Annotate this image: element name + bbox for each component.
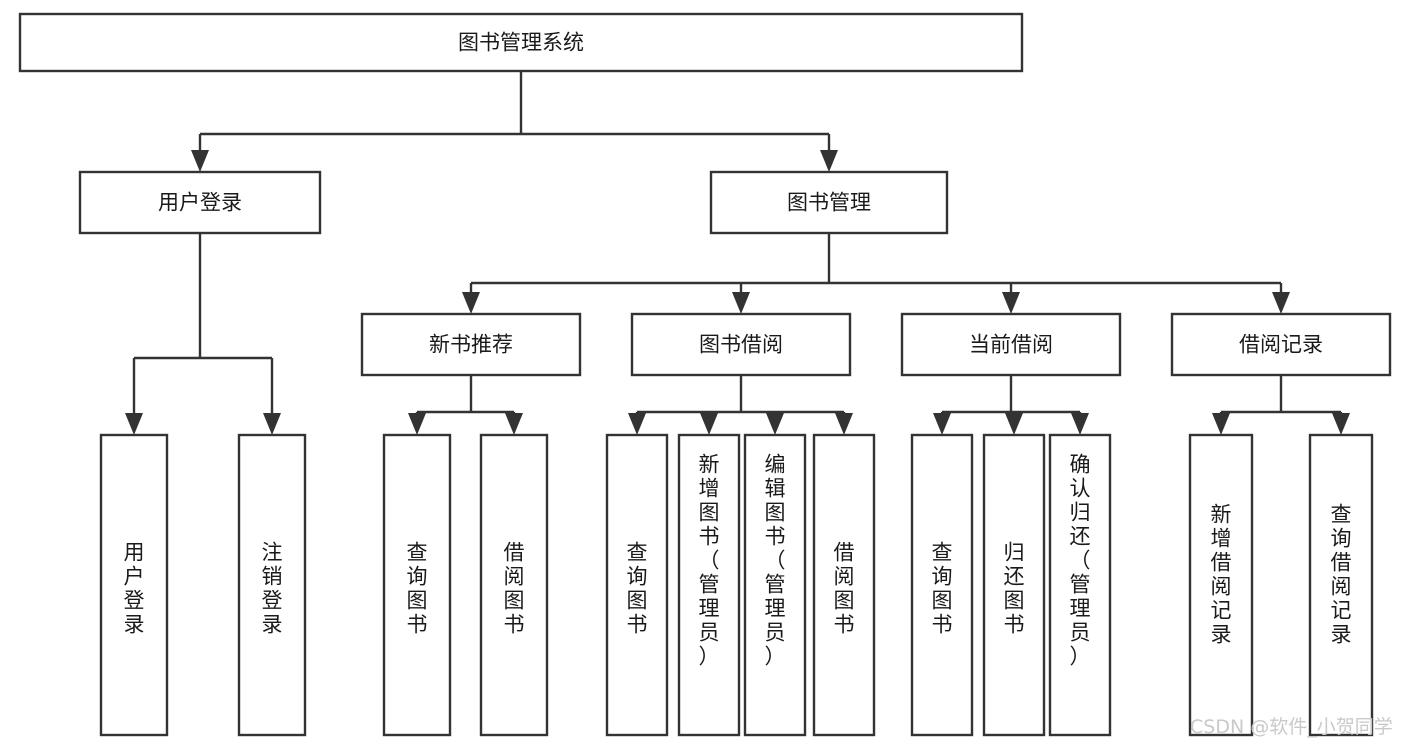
node-leaf-user-login[interactable]: 用户登录: [99, 433, 169, 737]
node-label: 借阅记录: [1239, 333, 1323, 357]
node-box[interactable]: [360, 312, 582, 377]
node-box[interactable]: [18, 12, 1024, 73]
node-root[interactable]: 图书管理系统: [18, 12, 1024, 73]
node-label: 注销登录: [262, 541, 283, 637]
arrow-head: [820, 150, 838, 172]
arrow-head: [700, 413, 718, 435]
node-box[interactable]: [677, 433, 741, 737]
node-label: 新增图书（管理员）: [699, 453, 720, 669]
arrow-head: [1005, 413, 1023, 435]
node-leaf-br-add[interactable]: 新增借阅记录: [1188, 433, 1254, 737]
node-box[interactable]: [237, 433, 307, 737]
node-box[interactable]: [709, 170, 949, 235]
node-box[interactable]: [630, 312, 852, 377]
node-box[interactable]: [1308, 433, 1374, 737]
node-leaf-nbr-query[interactable]: 查询图书: [382, 433, 452, 737]
node-label: 用户登录: [158, 191, 242, 215]
node-label: 归还图书: [1004, 541, 1025, 637]
connectors-layer: [125, 71, 1350, 435]
node-label: 图书借阅: [699, 333, 783, 357]
node-box[interactable]: [1048, 433, 1112, 737]
node-label: 查询图书: [627, 541, 648, 637]
csdn-watermark: CSDN @软件_小贺同学: [1190, 716, 1393, 738]
arrow-head: [125, 413, 143, 435]
arrow-head: [505, 413, 523, 435]
node-label: 借阅图书: [834, 541, 855, 637]
node-box[interactable]: [99, 433, 169, 737]
node-box[interactable]: [1170, 312, 1392, 377]
node-leaf-bb-edit[interactable]: 编辑图书（管理员）: [743, 433, 807, 737]
node-leaf-cb-query[interactable]: 查询图书: [910, 433, 974, 737]
arrow-head: [191, 150, 209, 172]
node-box[interactable]: [743, 433, 807, 737]
node-leaf-bb-query[interactable]: 查询图书: [605, 433, 669, 737]
node-box[interactable]: [382, 433, 452, 737]
arrow-head: [408, 413, 426, 435]
node-box[interactable]: [479, 433, 549, 737]
node-leaf-user-logout[interactable]: 注销登录: [237, 433, 307, 737]
nodes-layer: 图书管理系统用户登录图书管理新书推荐图书借阅当前借阅借阅记录用户登录注销登录查询…: [18, 12, 1392, 737]
node-label: 用户登录: [124, 541, 145, 637]
node-box[interactable]: [1188, 433, 1254, 737]
node-label: 查询图书: [932, 541, 953, 637]
node-label: 编辑图书（管理员）: [765, 453, 786, 669]
node-label: 新书推荐: [429, 333, 513, 357]
node-leaf-cb-return[interactable]: 归还图书: [982, 433, 1046, 737]
node-current-borrow[interactable]: 当前借阅: [900, 312, 1122, 377]
node-leaf-bb-add[interactable]: 新增图书（管理员）: [677, 433, 741, 737]
arrow-head: [263, 413, 281, 435]
node-label: 新增借阅记录: [1211, 503, 1232, 647]
arrow-head: [766, 413, 784, 435]
node-label: 当前借阅: [969, 333, 1053, 357]
arrow-head: [1002, 292, 1020, 314]
node-label: 图书管理系统: [458, 31, 584, 55]
node-leaf-nbr-borrow[interactable]: 借阅图书: [479, 433, 549, 737]
arrow-head: [462, 292, 480, 314]
node-box[interactable]: [605, 433, 669, 737]
node-user-login[interactable]: 用户登录: [78, 170, 322, 235]
node-box[interactable]: [78, 170, 322, 235]
node-box[interactable]: [910, 433, 974, 737]
node-label: 图书管理: [787, 191, 871, 215]
arrow-head: [1212, 413, 1230, 435]
arrow-head: [1332, 413, 1350, 435]
node-book-manage[interactable]: 图书管理: [709, 170, 949, 235]
node-label: 查询图书: [407, 541, 428, 637]
node-box[interactable]: [900, 312, 1122, 377]
node-leaf-cb-confirm[interactable]: 确认归还（管理员）: [1048, 433, 1112, 737]
node-label: 借阅图书: [504, 541, 525, 637]
arrow-head: [835, 413, 853, 435]
arrow-head: [933, 413, 951, 435]
node-box[interactable]: [812, 433, 876, 737]
node-leaf-br-query[interactable]: 查询借阅记录: [1308, 433, 1374, 737]
arrow-head: [628, 413, 646, 435]
node-borrow-record[interactable]: 借阅记录: [1170, 312, 1392, 377]
arrow-head: [732, 292, 750, 314]
node-box[interactable]: [982, 433, 1046, 737]
node-label: 查询借阅记录: [1331, 503, 1352, 647]
arrow-head: [1272, 292, 1290, 314]
node-leaf-bb-borrow[interactable]: 借阅图书: [812, 433, 876, 737]
node-book-borrow[interactable]: 图书借阅: [630, 312, 852, 377]
node-label: 确认归还（管理员）: [1070, 453, 1091, 669]
node-new-book-rec[interactable]: 新书推荐: [360, 312, 582, 377]
arrow-head: [1071, 413, 1089, 435]
